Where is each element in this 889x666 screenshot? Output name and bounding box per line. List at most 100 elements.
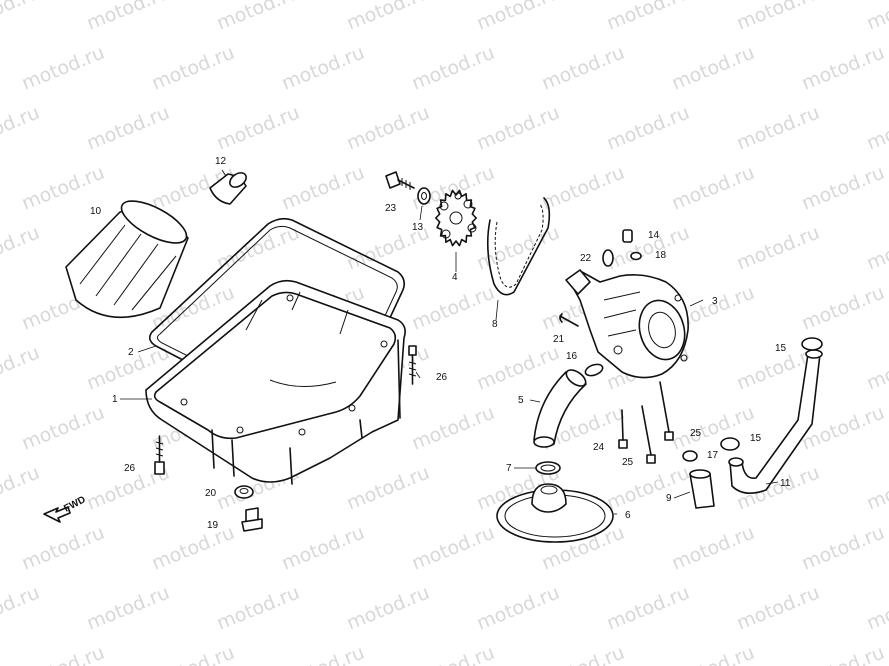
filter-adapter: [209, 172, 247, 205]
oil-pump: [565, 269, 689, 379]
callout-oil-filter: 10: [90, 206, 102, 217]
watermark-text: motod.ru: [149, 522, 238, 575]
callout-oil-pump: 3: [712, 296, 718, 307]
watermark-text: motod.ru: [214, 222, 303, 275]
watermark-text: motod.ru: [799, 642, 888, 666]
watermark-text: motod.ru: [734, 102, 823, 155]
watermark-text: motod.ru: [864, 462, 889, 515]
watermark-text: motod.ru: [734, 0, 823, 35]
watermark-text: motod.ru: [279, 642, 368, 666]
watermark-text: motod.ru: [84, 102, 173, 155]
callout-pump-bolt-short-b: 25: [622, 457, 634, 468]
pan-bolt-right: [408, 345, 417, 385]
callout-pump-oring: 16: [566, 351, 578, 362]
callout-pump-clip: 21: [553, 334, 565, 345]
watermark-text: motod.ru: [864, 342, 889, 395]
callout-collar-oring: 17: [707, 450, 719, 461]
oil-pan: [145, 279, 406, 485]
watermark-text: motod.ru: [0, 102, 43, 155]
pump-seal: [602, 249, 614, 267]
watermark-text: motod.ru: [409, 42, 498, 95]
watermark-text: motod.ru: [734, 582, 823, 635]
watermark-text: motod.ru: [0, 462, 43, 515]
watermark-text: motod.ru: [19, 642, 108, 666]
fwd-label: FWD: [62, 494, 87, 514]
watermark-text: motod.ru: [84, 0, 173, 35]
watermark-text: motod.ru: [0, 0, 43, 35]
watermark-text: motod.ru: [604, 462, 693, 515]
watermark-text: motod.ru: [474, 342, 563, 395]
collar-oring: [682, 450, 698, 462]
watermark-text: motod.ru: [344, 582, 433, 635]
watermark-text: motod.ru: [279, 162, 368, 215]
pan-bolt-left: [154, 435, 165, 475]
watermark-text: motod.ru: [864, 222, 889, 275]
watermark-text: motod.ru: [604, 582, 693, 635]
watermark-text: motod.ru: [409, 282, 498, 335]
watermark-text: motod.ru: [19, 42, 108, 95]
watermark-text: motod.ru: [604, 102, 693, 155]
watermark-text: motod.ru: [864, 582, 889, 635]
watermark-text: motod.ru: [0, 342, 43, 395]
callout-pump-bolt-short-a: 25: [690, 428, 702, 439]
watermark-text: motod.ru: [344, 462, 433, 515]
watermark-text: motod.ru: [799, 282, 888, 335]
watermark-text: motod.ru: [409, 522, 498, 575]
callout-pipe-oring-a: 15: [775, 343, 787, 354]
watermark-text: motod.ru: [799, 42, 888, 95]
watermark-text: motod.ru: [604, 0, 693, 35]
strainer-oring: [535, 461, 561, 475]
watermark-text: motod.ru: [669, 402, 758, 455]
watermark-text: motod.ru: [214, 0, 303, 35]
callout-pipe-collar: 9: [666, 493, 672, 504]
callout-labels: 1 2 3 4 5 6 7 8 9 10 11 12 13 14 15 15 1…: [90, 156, 791, 531]
watermark-text: motod.ru: [539, 162, 628, 215]
watermark-text: motod.ru: [669, 642, 758, 666]
watermark-text: motod.ru: [19, 522, 108, 575]
watermark-text: motod.ru: [539, 642, 628, 666]
watermark-text: motod.ru: [474, 582, 563, 635]
callout-oil-pipe: 11: [780, 478, 791, 489]
watermark-text: motod.ru: [279, 522, 368, 575]
pump-oring: [584, 363, 604, 377]
callout-pump-bolt-long: 24: [593, 442, 605, 453]
callout-pump-dowel: 18: [655, 250, 667, 261]
pipe-oring-upper: [801, 337, 823, 351]
watermark-text: motod.ru: [474, 222, 563, 275]
watermark-text: motod.ru: [344, 102, 433, 155]
callout-drain-gasket: 20: [205, 488, 217, 499]
callout-pump-pin: 14: [648, 230, 660, 241]
callout-strainer-oring: 7: [506, 463, 512, 474]
oil-strainer-pipe: [533, 369, 587, 448]
watermark-text: motod.ru: [799, 162, 888, 215]
watermark-text: motod.ru: [84, 582, 173, 635]
callout-drain-plug: 19: [207, 520, 219, 531]
watermark-text: motod.ru: [214, 102, 303, 155]
watermark-text: motod.ru: [799, 522, 888, 575]
callout-pump-seal: 22: [580, 253, 592, 264]
callout-strainer-pipe: 5: [518, 395, 524, 406]
watermark-text: motod.ru: [344, 0, 433, 35]
pump-chain: [486, 197, 551, 296]
watermark-text: motod.ru: [474, 0, 563, 35]
callout-sprocket-washer: 13: [412, 222, 424, 233]
callout-pan-bolt-left: 26: [124, 463, 136, 474]
watermark-text: motod.ru: [409, 402, 498, 455]
watermark-text: motod.ru: [279, 42, 368, 95]
callout-pipe-oring-b: 15: [750, 433, 762, 444]
sprocket-bolt: [385, 171, 415, 190]
callout-pan-gasket: 2: [128, 347, 134, 358]
callout-pump-chain: 8: [492, 319, 498, 330]
callout-sprocket-bolt: 23: [385, 203, 397, 214]
pump-dowel: [630, 251, 642, 261]
oil-strainer: [496, 483, 614, 543]
pump-clip: [559, 313, 579, 327]
oil-pipe: [728, 349, 823, 494]
callout-oil-pan: 1: [112, 394, 118, 405]
pump-bolt-long: [618, 409, 628, 449]
pump-sprocket: [435, 189, 477, 247]
pump-bolt-short-b: [659, 381, 674, 441]
watermark-text: motod.ru: [474, 102, 563, 155]
